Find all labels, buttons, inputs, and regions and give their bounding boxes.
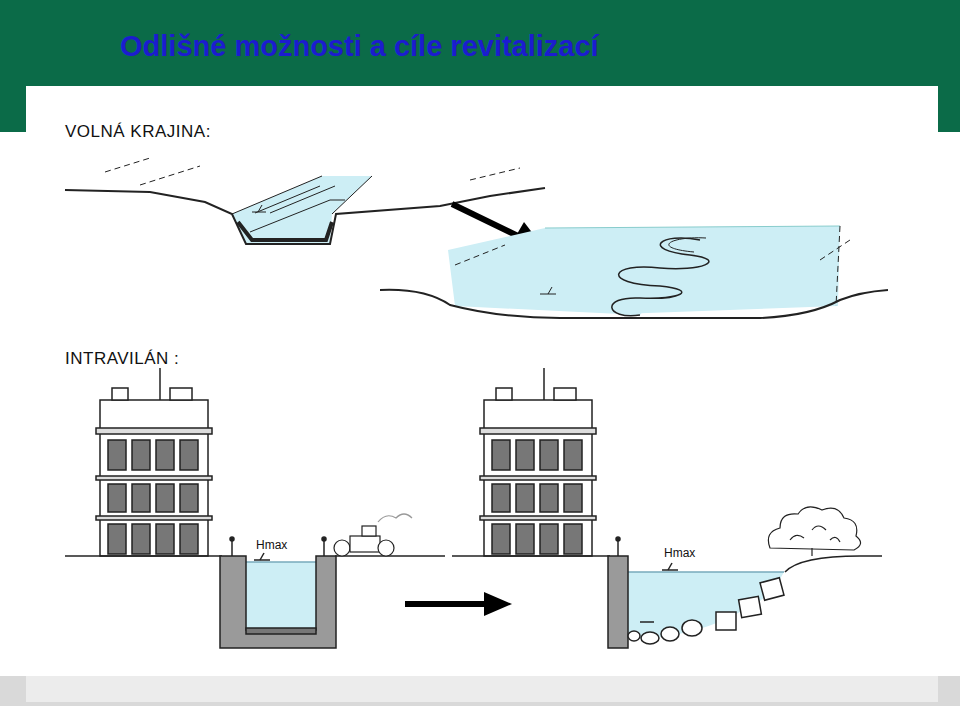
transition-arrow bbox=[405, 592, 512, 616]
building bbox=[480, 368, 596, 556]
building bbox=[96, 368, 212, 556]
section-label: INTRAVILÁN : bbox=[65, 349, 179, 369]
footer-panel bbox=[26, 676, 938, 702]
water-level-label: Hmax bbox=[664, 546, 695, 560]
floodplain-landscape bbox=[380, 226, 888, 318]
content-panel bbox=[26, 86, 938, 702]
section-label: VOLNÁ KRAJINA: bbox=[65, 122, 211, 142]
concrete-channel bbox=[65, 537, 445, 648]
road-roller bbox=[334, 514, 412, 556]
slide-title: Odlišné možnosti a cíle revitalizací bbox=[120, 30, 599, 63]
bush bbox=[768, 507, 860, 556]
footer-band bbox=[0, 676, 960, 706]
water-level-label: Hmax bbox=[256, 538, 287, 552]
channel-landscape bbox=[65, 158, 545, 244]
natural-channel bbox=[452, 537, 882, 648]
